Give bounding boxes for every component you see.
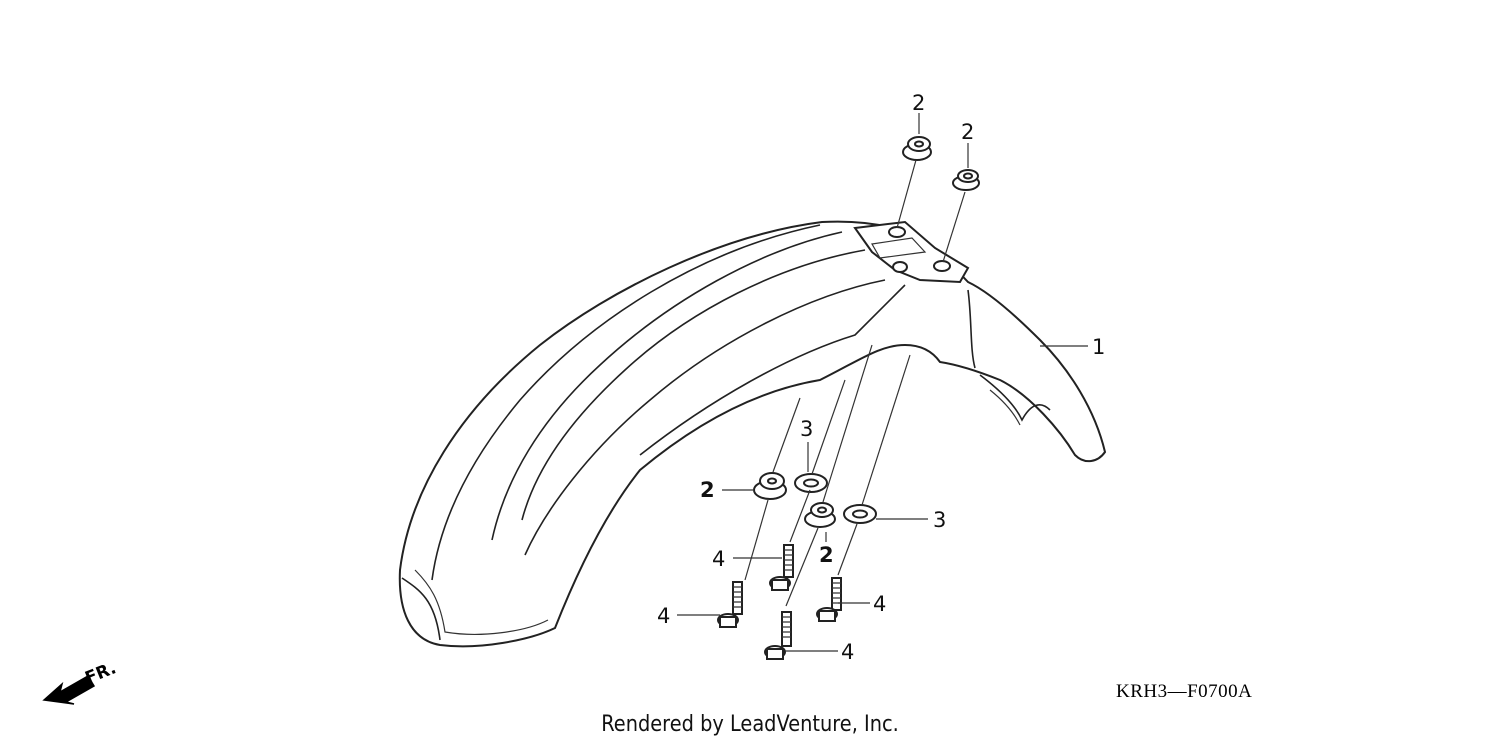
grommet-mid[interactable] xyxy=(804,502,836,528)
callout-grommet-top-b[interactable]: 2 xyxy=(961,120,974,144)
callout-fender[interactable]: 1 xyxy=(1092,335,1105,359)
bolt-left[interactable] xyxy=(717,581,743,628)
bolt-bottom[interactable] xyxy=(764,611,792,660)
assembly-guides xyxy=(744,159,966,607)
callout-grommet-left[interactable]: 2 xyxy=(700,478,715,502)
diagram-reference-code: KRH3—F0700A xyxy=(1116,681,1252,702)
callout-bolt-bottom[interactable]: 4 xyxy=(841,640,854,664)
grommet-left[interactable] xyxy=(753,472,787,500)
callout-washer-right[interactable]: 3 xyxy=(933,508,946,532)
front-direction-indicator: FR. xyxy=(42,658,119,705)
leader-lines xyxy=(677,113,1088,652)
front-direction-label: FR. xyxy=(82,658,119,688)
callouts: 1 2 2 2 2 3 3 4 4 4 4 xyxy=(657,91,1105,664)
callout-bolt-left[interactable]: 4 xyxy=(657,604,670,628)
grommet-top-b[interactable] xyxy=(952,169,980,191)
washer-upper[interactable] xyxy=(794,473,828,493)
grommet-top-a[interactable] xyxy=(902,136,932,161)
callout-grommet-mid[interactable]: 2 xyxy=(819,543,834,567)
bolt-right[interactable] xyxy=(816,577,842,622)
front-arrow-icon xyxy=(42,674,96,705)
callout-bolt-right[interactable]: 4 xyxy=(873,592,886,616)
washer-right[interactable] xyxy=(843,504,877,524)
front-fender[interactable] xyxy=(398,220,1107,648)
callout-grommet-top-a[interactable]: 2 xyxy=(912,91,925,115)
render-credit: Rendered by LeadVenture, Inc. xyxy=(601,712,899,737)
callout-bolt-upper[interactable]: 4 xyxy=(712,547,725,571)
bolt-upper[interactable] xyxy=(769,544,794,591)
callout-washer-upper[interactable]: 3 xyxy=(800,417,813,441)
